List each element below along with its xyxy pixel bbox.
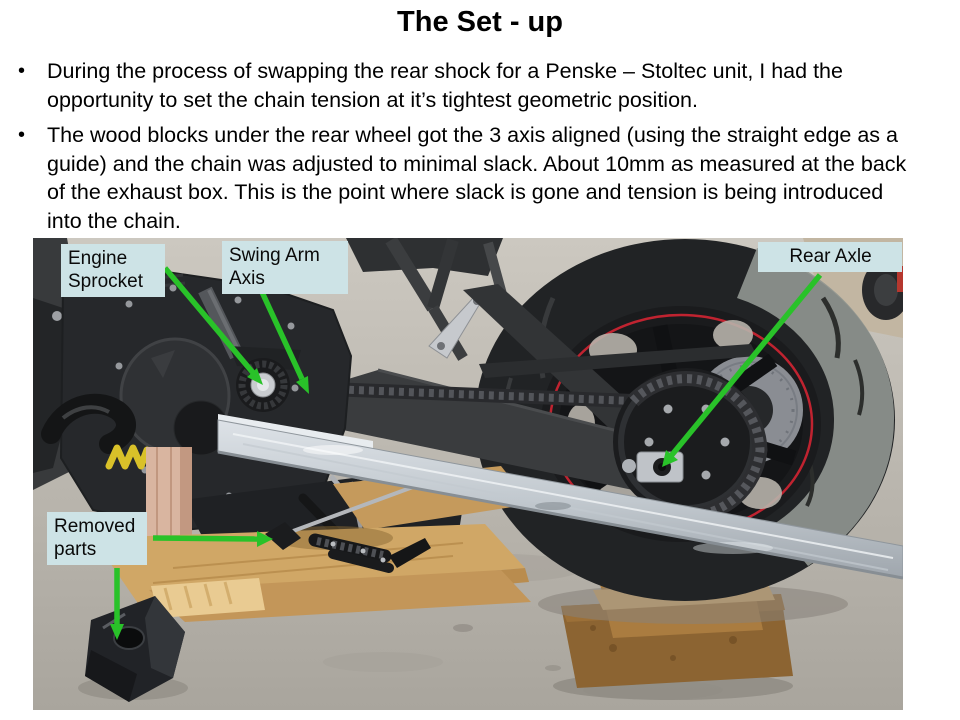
bullet-list: • During the process of swapping the rea… bbox=[18, 57, 923, 242]
frame-and-footpeg-bracket bbox=[346, 238, 508, 361]
callout-engine-sprocket: Engine Sprocket bbox=[61, 244, 165, 297]
photo-scene bbox=[33, 238, 903, 710]
slide-title: The Set - up bbox=[397, 6, 563, 38]
bullet-marker: • bbox=[18, 60, 26, 82]
arrow-rear-axle bbox=[662, 273, 823, 467]
callout-rear-axle: Rear Axle bbox=[758, 242, 902, 272]
bullet-text: The wood blocks under the rear wheel got… bbox=[47, 123, 907, 233]
arrow-removed-parts-right bbox=[152, 531, 273, 547]
motorcycle-photo: Engine Sprocket Swing Arm Axis Rear Axle… bbox=[33, 238, 903, 710]
bullet-marker: • bbox=[18, 124, 26, 146]
callout-swing-arm-axis: Swing Arm Axis bbox=[222, 241, 348, 294]
background-bike-wheel bbox=[862, 260, 903, 320]
bullet-item: • During the process of swapping the rea… bbox=[18, 57, 923, 114]
callout-removed-parts: Removed parts bbox=[47, 512, 147, 565]
arrow-removed-parts-down bbox=[110, 568, 124, 640]
removed-part-on-floor bbox=[78, 596, 188, 702]
arrow-engine-sprocket bbox=[162, 266, 263, 385]
straight-edge-bar bbox=[217, 414, 903, 580]
arrow-swing-arm-axis bbox=[259, 290, 309, 394]
yellow-spring bbox=[105, 444, 151, 470]
callout-arrows bbox=[110, 266, 823, 640]
bullet-item: • The wood blocks under the rear wheel g… bbox=[18, 121, 923, 235]
chain-guard bbox=[479, 344, 757, 378]
removed-parts-pile bbox=[265, 482, 431, 573]
bullet-text: During the process of swapping the rear … bbox=[47, 59, 843, 112]
